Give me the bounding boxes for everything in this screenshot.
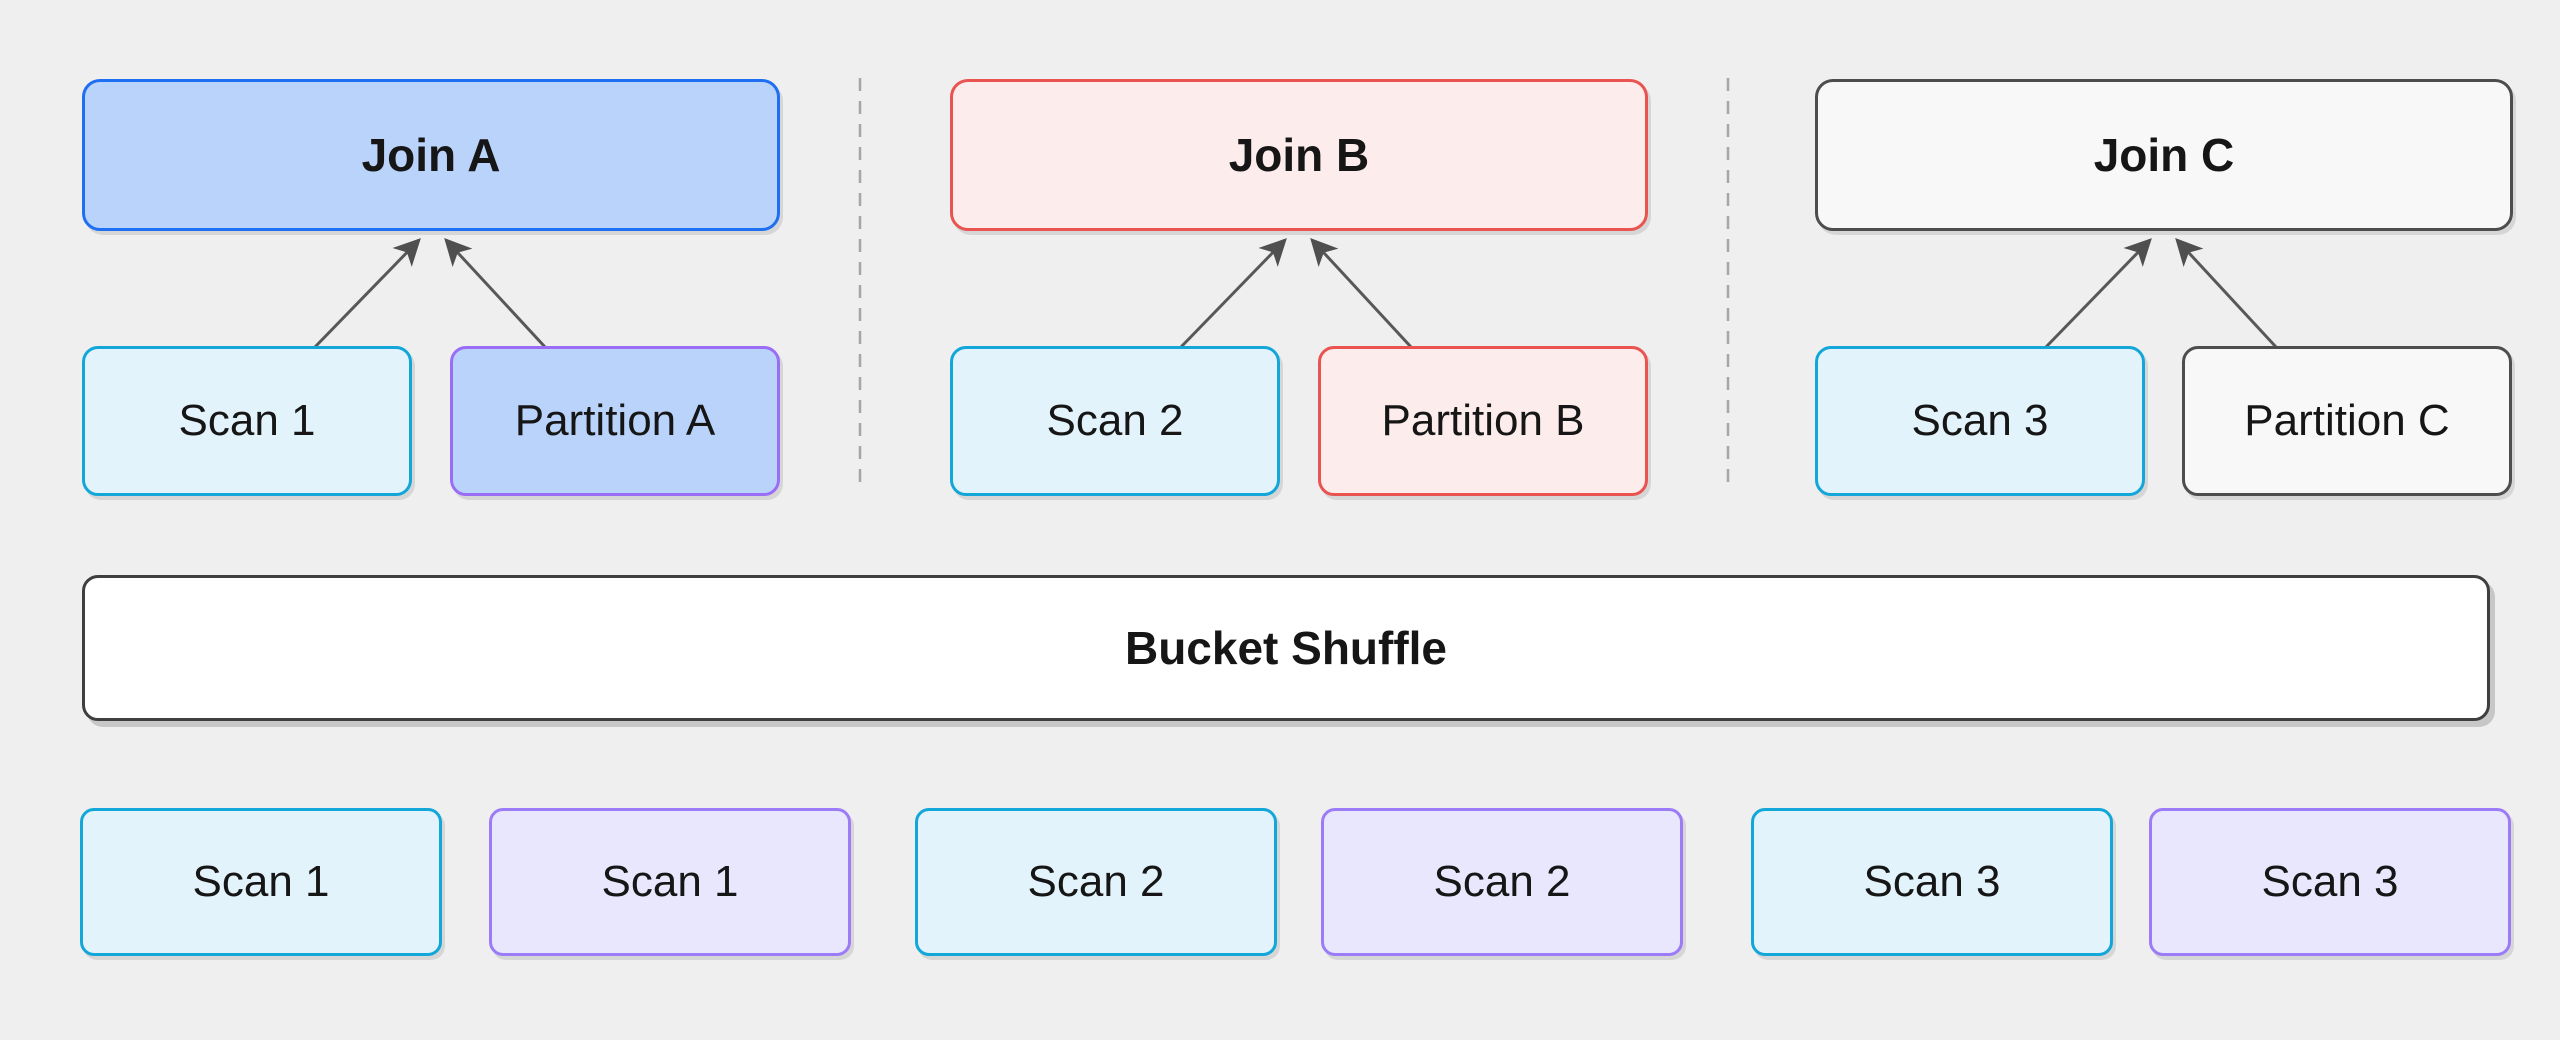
bottom-scan-label: Scan 3 [2261, 857, 2399, 906]
bottom-scan-3-lavender-node: Scan 3 [2149, 808, 2511, 956]
partition-a-label: Partition A [514, 396, 716, 445]
bucket-shuffle-node: Bucket Shuffle [82, 575, 2490, 721]
join-b-node: Join B [950, 79, 1648, 231]
scan-2-node: Scan 2 [950, 346, 1280, 496]
bottom-scan-label: Scan 3 [1863, 857, 2001, 906]
join-a-node: Join A [82, 79, 780, 231]
partition-c-label: Partition C [2244, 396, 2450, 445]
bucket-shuffle-label: Bucket Shuffle [1124, 622, 1448, 674]
scan-1-node: Scan 1 [82, 346, 412, 496]
join-c-node: Join C [1815, 79, 2513, 231]
bottom-scan-label: Scan 1 [192, 857, 330, 906]
partition-a-node: Partition A [450, 346, 780, 496]
edge-scan2-joinb [1179, 238, 1287, 349]
join-a-label: Join A [361, 129, 501, 181]
edge-partitiona-joina [444, 238, 547, 349]
bottom-scan-1-lavender-node: Scan 1 [489, 808, 851, 956]
edge-partitionb-joinb [1310, 238, 1413, 349]
edge-scan1-joina [313, 238, 421, 349]
scan-2-label: Scan 2 [1046, 396, 1184, 445]
partition-b-node: Partition B [1318, 346, 1648, 496]
bottom-scan-3-cyan-node: Scan 3 [1751, 808, 2113, 956]
scan-3-label: Scan 3 [1911, 396, 2049, 445]
partition-b-label: Partition B [1381, 396, 1585, 445]
bottom-scan-2-cyan-node: Scan 2 [915, 808, 1277, 956]
join-b-label: Join B [1228, 129, 1370, 181]
scan-3-node: Scan 3 [1815, 346, 2145, 496]
bottom-scan-label: Scan 1 [601, 857, 739, 906]
bottom-scan-1-cyan-node: Scan 1 [80, 808, 442, 956]
partition-c-node: Partition C [2182, 346, 2512, 496]
edge-scan3-joinc [2044, 238, 2152, 349]
bottom-scan-label: Scan 2 [1027, 857, 1165, 906]
bottom-scan-2-lavender-node: Scan 2 [1321, 808, 1683, 956]
bottom-scan-label: Scan 2 [1433, 857, 1571, 906]
scan-1-label: Scan 1 [178, 396, 316, 445]
join-c-label: Join C [2093, 129, 2235, 181]
edge-partitionc-joinc [2175, 238, 2278, 349]
